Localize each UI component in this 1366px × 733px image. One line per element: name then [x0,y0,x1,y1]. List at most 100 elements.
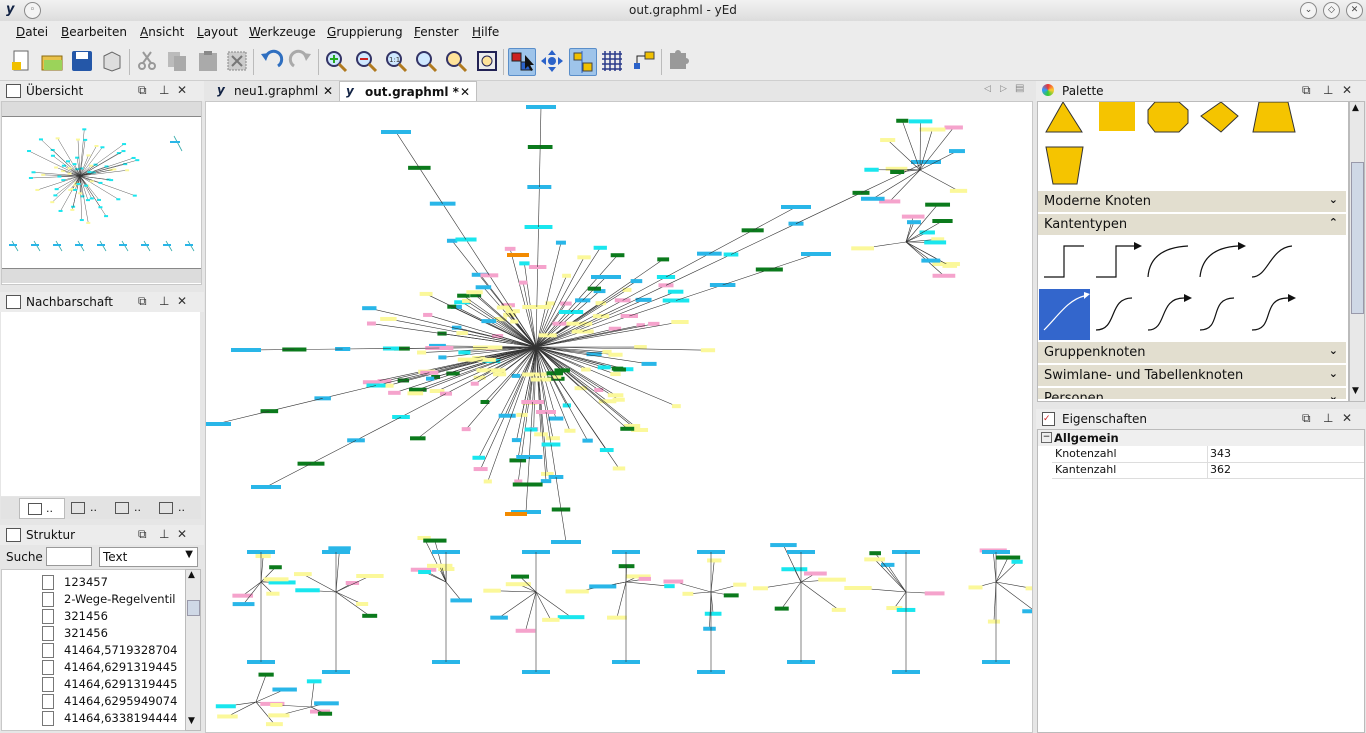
pin-icon[interactable]: ⊥ [1323,83,1334,97]
chevron-down-icon: ⌄ [1328,344,1338,357]
delete-button[interactable] [224,48,250,74]
close-icon[interactable]: ✕ [177,294,188,308]
paste-button[interactable] [195,48,221,74]
menu-gruppierung[interactable]: Gruppierung [327,25,403,39]
pin-icon[interactable]: ⊥ [159,294,170,308]
menu-werkzeuge[interactable]: Werkzeuge [249,25,316,39]
palette-section[interactable]: Personen⌄ [1038,388,1346,399]
graph-node [519,280,528,285]
pin-icon[interactable]: ⊥ [159,527,170,541]
menu-fenster[interactable]: Fenster [414,25,459,39]
menu-bearbeiten[interactable]: Bearbeiten [61,25,127,39]
pin-icon[interactable]: ⊥ [1323,411,1334,425]
grid-button[interactable] [599,48,625,74]
maximize-button[interactable]: ◇ [1323,2,1340,19]
zoom-out-button[interactable] [353,48,379,74]
graph-node [462,298,471,303]
palette-section[interactable]: Gruppenknoten⌄ [1038,342,1346,363]
graph-node [438,355,447,360]
neighborhood-tab-4[interactable]: .. [153,498,197,517]
minimap-edge [79,175,112,181]
zoom-original-button[interactable]: 1:1 [383,48,409,74]
minimap-node [132,194,137,197]
tree-item-label: 41464,6291319445 [64,677,178,691]
tab-close-icon[interactable]: ✕ [323,84,334,98]
close-button[interactable]: ✕ [1346,2,1363,19]
minimize-button[interactable]: ⌄ [1300,2,1317,19]
graph-edge [887,564,907,593]
structure-scrollbar[interactable]: ▲ ▼ [185,569,201,731]
collapse-icon[interactable]: − [1041,432,1052,443]
snapping-button[interactable] [569,48,597,76]
graph-node [397,378,410,383]
redo-button[interactable] [288,48,314,74]
neighborhood-tab-3[interactable]: .. [109,498,151,517]
zoom-in-button[interactable] [323,48,349,74]
neighborhood-tab-1[interactable]: .. [19,498,65,519]
float-icon[interactable]: ⧉ [1302,411,1311,425]
float-icon[interactable]: ⧉ [138,527,147,541]
overview-view[interactable] [1,101,202,285]
graph-node [704,611,722,616]
float-icon[interactable]: ⧉ [138,294,147,308]
float-icon[interactable]: ⧉ [1302,83,1311,97]
close-icon[interactable]: ✕ [177,527,188,541]
menu-datei[interactable]: Datei [16,25,49,39]
edge-bezier [1251,245,1293,278]
tab-out[interactable]: y out.graphml * ✕ [339,81,477,102]
palette-section[interactable]: Swimlane- und Tabellenknoten⌄ [1038,365,1346,386]
export-button[interactable] [99,48,125,74]
minimap-node [27,150,32,153]
cut-button[interactable] [134,48,160,74]
minimap-edge [67,161,81,177]
menu-hilfe[interactable]: Hilfe [472,25,500,39]
minimap-node [116,152,121,155]
close-icon[interactable]: ✕ [1342,83,1353,97]
plugin-button[interactable] [665,48,691,74]
open-button[interactable] [39,48,65,74]
search-filter-select[interactable]: Text ▼ [99,547,198,567]
zoom-selection-button[interactable] [443,48,469,74]
property-row[interactable]: Knotenzahl 343 [1052,446,1364,463]
menu-layout[interactable]: Layout [197,25,238,39]
graph-edge [255,701,275,725]
graph-edge [260,567,276,583]
close-icon[interactable]: ✕ [177,83,188,97]
minimap-node [83,138,88,141]
tab-list-icon[interactable]: ▤ [1015,83,1025,94]
graph-node [505,512,527,516]
save-button[interactable] [69,48,95,74]
graph-node [447,304,457,309]
float-icon[interactable]: ⧉ [138,83,147,97]
property-row[interactable]: Kantenzahl 362 [1052,462,1364,479]
palette-scrollbar[interactable]: ▲ ▼ [1349,101,1365,402]
window-menu-button[interactable]: ◦ [24,2,41,19]
new-document-button[interactable] [8,48,34,74]
tab-neu1[interactable]: y neu1.graphml ✕ [217,83,334,98]
copy-button[interactable] [164,48,190,74]
graph-canvas[interactable] [205,101,1033,733]
palette-section[interactable]: Kantentypen⌃ [1038,214,1346,235]
orthogonal-edges-button[interactable] [631,48,657,74]
tab-scroll-left-icon[interactable]: ◁ [984,84,991,94]
properties-group-row[interactable]: − Allgemein [1038,430,1364,446]
graph-node [599,448,614,453]
neighborhood-tab-2[interactable]: .. [65,498,107,517]
tab-scroll-right-icon[interactable]: ▷ [1000,84,1007,94]
zoom-area-button[interactable] [413,48,439,74]
palette-section[interactable]: Moderne Knoten⌄ [1038,191,1346,212]
undo-button[interactable] [258,48,284,74]
graph-edge [269,398,323,412]
edit-mode-button[interactable] [508,48,536,76]
close-icon[interactable]: ✕ [1342,411,1353,425]
menu-ansicht[interactable]: Ansicht [140,25,185,39]
graph-edge [395,131,420,168]
minimap-node [97,244,105,246]
navigation-mode-button[interactable] [539,48,565,74]
pin-icon[interactable]: ⊥ [159,83,170,97]
graph-edge [417,346,537,439]
tab-close-icon[interactable]: ✕ [460,85,471,99]
fit-content-button[interactable] [474,48,500,74]
search-input[interactable] [46,547,92,566]
